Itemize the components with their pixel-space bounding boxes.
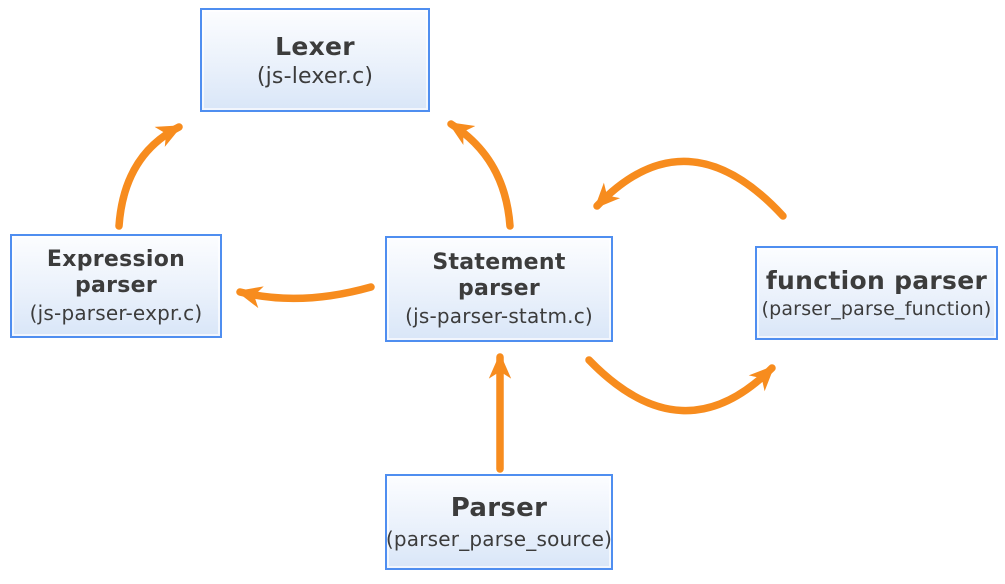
node-parser: Parser (parser_parse_source) — [385, 474, 613, 570]
node-function-parser: function parser (parser_parse_function) — [755, 246, 998, 340]
arrow-statement-parser-to-function-parser — [585, 356, 776, 415]
node-expression-parser: Expression parser (js-parser-expr.c) — [10, 234, 222, 338]
node-function-parser-title: function parser — [765, 266, 988, 295]
node-function-parser-subtitle: (parser_parse_function) — [761, 298, 992, 320]
node-statement-parser-title: Statement parser — [432, 249, 566, 301]
arrow-statement-parser-to-expression-parser — [236, 283, 375, 309]
node-parser-subtitle: (parser_parse_source) — [385, 526, 613, 551]
node-expression-parser-subtitle: (js-parser-expr.c) — [29, 301, 203, 326]
node-lexer-title: Lexer — [275, 31, 355, 61]
arrow-statement-parser-to-lexer — [447, 120, 514, 230]
node-statement-parser: Statement parser (js-parser-statm.c) — [385, 236, 613, 342]
arrow-function-parser-to-statement-parser — [593, 157, 787, 220]
node-lexer: Lexer (js-lexer.c) — [200, 8, 430, 112]
node-expression-parser-title: Expression parser — [46, 246, 186, 298]
node-lexer-subtitle: (js-lexer.c) — [256, 63, 374, 89]
arrow-expression-parser-to-lexer — [115, 123, 183, 230]
node-statement-parser-subtitle: (js-parser-statm.c) — [405, 304, 593, 329]
node-parser-title: Parser — [450, 493, 548, 524]
